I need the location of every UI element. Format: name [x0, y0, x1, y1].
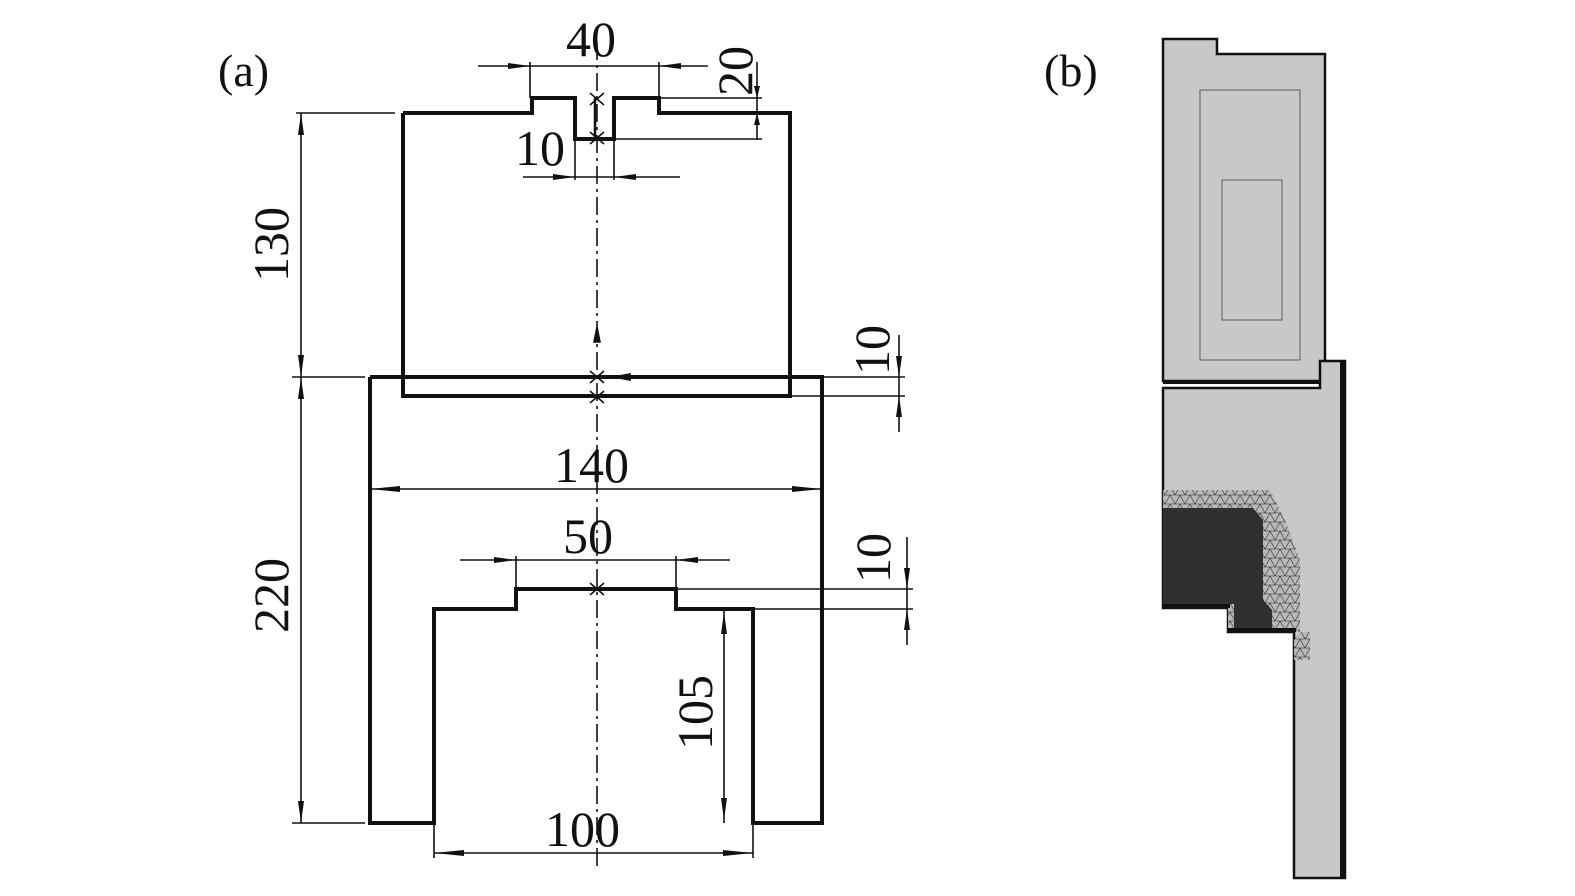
dim-upper-height: 130	[243, 112, 395, 378]
panel-a: (a) 40 20	[218, 11, 913, 868]
upper-mesh-inner-band-2	[1221, 179, 1283, 321]
dim-lower-height-label: 220	[243, 558, 299, 633]
dense-mesh-corner	[1163, 508, 1272, 628]
dim-top-width: 40	[478, 11, 708, 98]
dim-inner-depth: 105	[667, 609, 727, 823]
dim-lower-height: 220	[243, 377, 365, 824]
upper-mesh-inner-band	[1199, 89, 1301, 361]
dim-top-step: 20	[614, 46, 763, 140]
panel-a-label: (a)	[218, 45, 269, 96]
panel-b: (b)	[1044, 37, 1347, 880]
center-markers	[589, 92, 631, 596]
dim-top-step-label: 20	[707, 46, 763, 96]
dim-inner-step-label: 10	[845, 533, 901, 583]
dim-inner-top-width-label: 50	[563, 508, 613, 564]
dim-inner-depth-label: 105	[667, 675, 723, 750]
dim-gap: 10	[790, 325, 905, 432]
dim-slot-width-label: 10	[515, 120, 565, 176]
dim-lower-width-label: 140	[554, 437, 629, 493]
dim-bottom-width-label: 100	[545, 801, 620, 857]
dim-gap-label: 10	[844, 325, 900, 375]
dim-upper-height-label: 130	[243, 207, 299, 282]
dim-bottom-width: 100	[433, 801, 754, 858]
dim-inner-top-width: 50	[460, 508, 730, 589]
panel-b-label: (b)	[1044, 45, 1098, 96]
dim-inner-step: 10	[676, 533, 913, 645]
dim-top-width-label: 40	[566, 11, 616, 67]
dim-lower-width: 140	[370, 437, 822, 493]
dim-slot-width: 10	[515, 120, 680, 180]
